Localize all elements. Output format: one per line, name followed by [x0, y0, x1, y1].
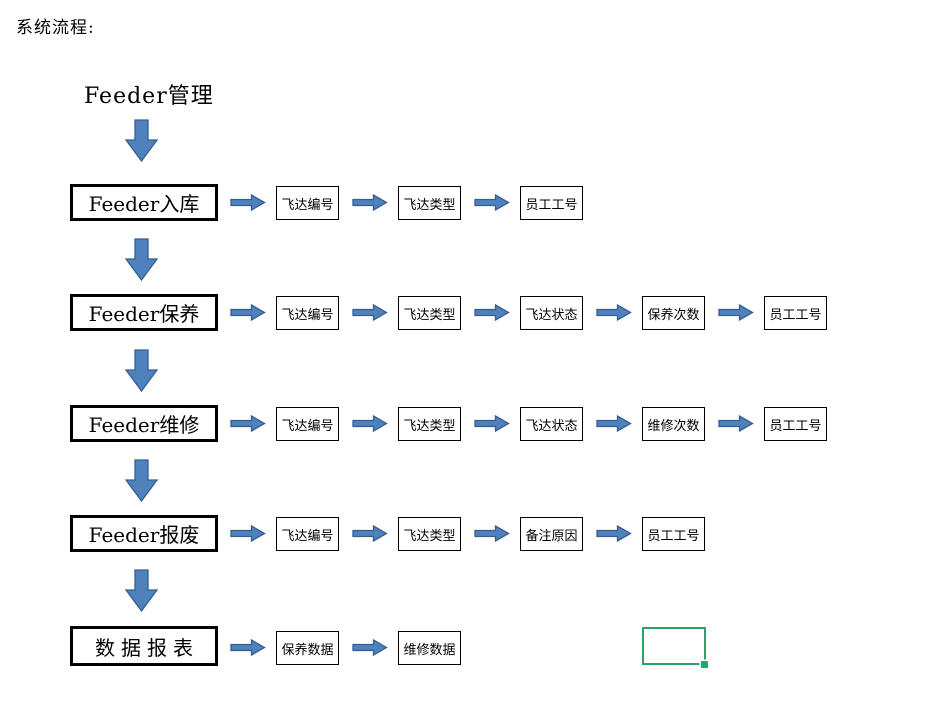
right-block-arrow-icon — [230, 194, 266, 211]
right-block-arrow-icon — [718, 304, 754, 321]
down-block-arrow-icon — [125, 459, 158, 502]
field-box-label: 备注原因 — [525, 528, 578, 544]
field-box-label: 员工工号 — [769, 307, 822, 323]
process-box: Feeder入库 — [70, 184, 218, 221]
field-box: 飞达类型 — [398, 186, 461, 220]
field-box-label: 飞达类型 — [403, 418, 456, 434]
field-box-label: 飞达编号 — [281, 528, 334, 544]
process-box-label: 数据报表 — [95, 635, 199, 660]
right-block-arrow-icon — [230, 304, 266, 321]
field-box-label: 员工工号 — [525, 197, 578, 213]
flow-row-feeder-repair: Feeder维修 飞达编号 飞达类型 飞达状态 维修次数 员工工号 — [0, 405, 929, 451]
process-box: 数据报表 — [70, 626, 218, 666]
field-box-label: 飞达编号 — [281, 418, 334, 434]
right-block-arrow-icon — [474, 525, 510, 542]
process-box-label: Feeder报废 — [88, 523, 200, 547]
right-block-arrow-icon — [352, 525, 388, 542]
field-box: 员工工号 — [764, 296, 827, 330]
flow-root-label: Feeder管理 — [84, 84, 214, 109]
right-block-arrow-icon — [474, 304, 510, 321]
field-box: 飞达编号 — [276, 186, 339, 220]
right-block-arrow-icon — [230, 415, 266, 432]
field-box-label: 保养数据 — [281, 642, 334, 658]
process-box: Feeder报废 — [70, 515, 218, 552]
field-box: 保养数据 — [276, 631, 339, 665]
flow-row-feeder-maintenance: Feeder保养 飞达编号 飞达类型 飞达状态 保养次数 员工工号 — [0, 294, 929, 340]
field-box-label: 飞达状态 — [525, 418, 578, 434]
field-box: 飞达状态 — [520, 296, 583, 330]
process-box: Feeder维修 — [70, 405, 218, 442]
field-box-label: 员工工号 — [647, 528, 700, 544]
right-block-arrow-icon — [474, 415, 510, 432]
right-block-arrow-icon — [596, 304, 632, 321]
field-box: 保养次数 — [642, 296, 705, 330]
field-box: 员工工号 — [642, 517, 705, 551]
right-block-arrow-icon — [352, 194, 388, 211]
field-box-label: 飞达编号 — [281, 307, 334, 323]
right-block-arrow-icon — [596, 525, 632, 542]
process-box-label: Feeder入库 — [88, 192, 200, 216]
process-box-label: Feeder维修 — [88, 413, 200, 437]
field-box: 飞达编号 — [276, 407, 339, 441]
field-box: 员工工号 — [764, 407, 827, 441]
right-block-arrow-icon — [230, 525, 266, 542]
right-block-arrow-icon — [352, 415, 388, 432]
field-box: 飞达编号 — [276, 517, 339, 551]
right-block-arrow-icon — [352, 304, 388, 321]
down-block-arrow-icon — [125, 119, 158, 162]
down-block-arrow-icon — [125, 349, 158, 392]
field-box-label: 飞达状态 — [525, 307, 578, 323]
field-box: 员工工号 — [520, 186, 583, 220]
process-box: Feeder保养 — [70, 294, 218, 331]
down-block-arrow-icon — [125, 569, 158, 612]
field-box: 飞达类型 — [398, 517, 461, 551]
field-box: 飞达类型 — [398, 296, 461, 330]
field-box-label: 飞达类型 — [403, 307, 456, 323]
right-block-arrow-icon — [596, 415, 632, 432]
down-block-arrow-icon — [125, 238, 158, 281]
field-box: 维修数据 — [398, 631, 461, 665]
process-box-label: Feeder保养 — [88, 302, 200, 326]
field-box: 飞达类型 — [398, 407, 461, 441]
field-box-label: 维修次数 — [647, 418, 700, 434]
right-block-arrow-icon — [230, 639, 266, 656]
right-block-arrow-icon — [474, 194, 510, 211]
field-box: 飞达状态 — [520, 407, 583, 441]
field-box-label: 飞达类型 — [403, 197, 456, 213]
field-box-label: 飞达编号 — [281, 197, 334, 213]
field-box: 维修次数 — [642, 407, 705, 441]
page-title: 系统流程: — [16, 18, 95, 38]
right-block-arrow-icon — [352, 639, 388, 656]
field-box-label: 飞达类型 — [403, 528, 456, 544]
field-box-label: 员工工号 — [769, 418, 822, 434]
field-box: 飞达编号 — [276, 296, 339, 330]
right-block-arrow-icon — [718, 415, 754, 432]
field-box-label: 维修数据 — [403, 642, 456, 658]
flow-row-feeder-inbound: Feeder入库 飞达编号 飞达类型 员工工号 — [0, 184, 929, 230]
active-cell-selection[interactable] — [642, 627, 708, 668]
field-box: 备注原因 — [520, 517, 583, 551]
flow-row-feeder-scrap: Feeder报废 飞达编号 飞达类型 备注原因 员工工号 — [0, 515, 929, 561]
fill-handle[interactable] — [701, 661, 708, 668]
field-box-label: 保养次数 — [647, 307, 700, 323]
flow-row-data-report: 数据报表 保养数据 维修数据 — [0, 626, 929, 672]
